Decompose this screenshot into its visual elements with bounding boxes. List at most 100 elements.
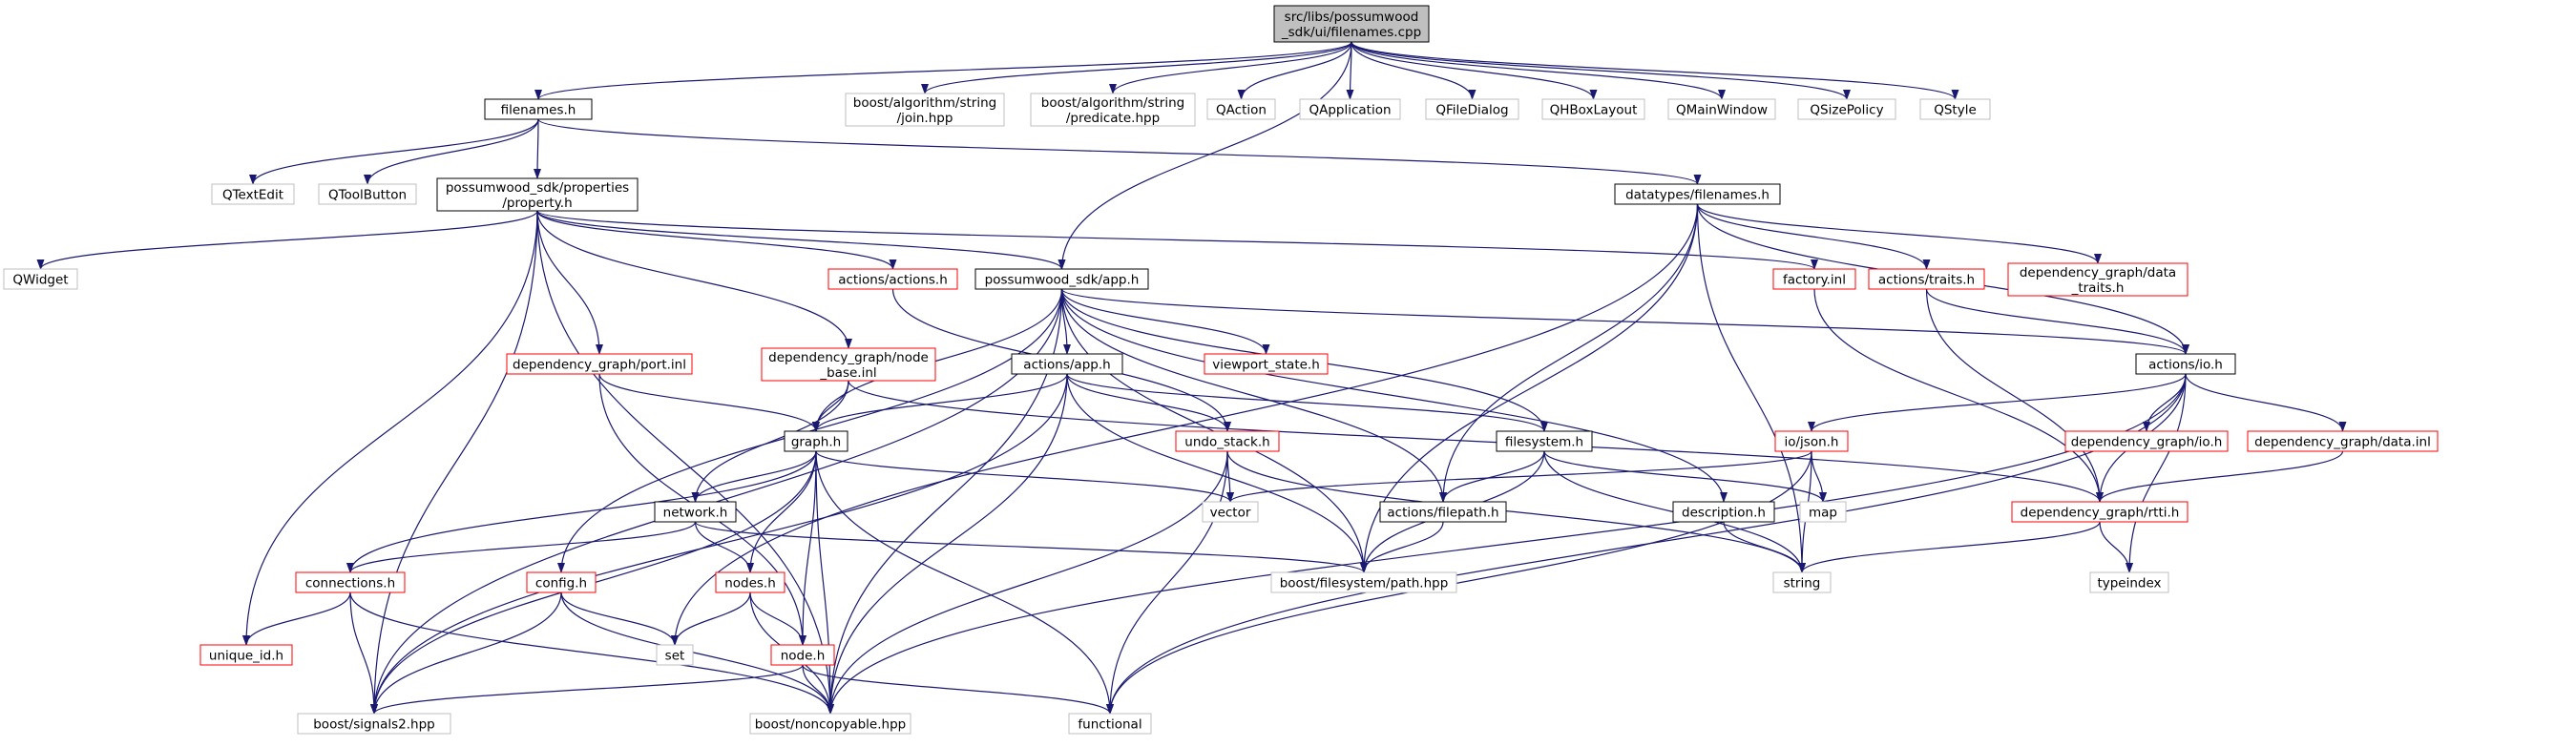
node-port-inl[interactable]: dependency_graph/port.inl — [506, 353, 693, 375]
node-label: typeindex — [2097, 576, 2161, 591]
node-label: vector — [1210, 506, 1251, 521]
node-box — [761, 347, 936, 382]
node-dg-data-inl[interactable]: dependency_graph/data.inl — [2247, 430, 2439, 452]
node-join-hpp[interactable]: boost/algorithm/string/join.hpp — [845, 93, 1005, 127]
node-config-h[interactable]: config.h — [526, 571, 597, 593]
node-connections-h[interactable]: connections.h — [295, 571, 406, 593]
edge-node_h-to-signals2_hpp — [370, 664, 804, 715]
node-filepath-h[interactable]: actions/filepath.h — [1379, 501, 1507, 523]
node-box — [1772, 268, 1856, 290]
edge-dt_filenames_h-to-traits_h — [1696, 203, 1931, 270]
node-label: actions/actions.h — [838, 273, 948, 288]
node-filesystem-h[interactable]: filesystem.h — [1496, 430, 1593, 452]
node-qtoolbutton[interactable]: QToolButton — [318, 183, 417, 205]
node-qstyle[interactable]: QStyle — [1919, 98, 1991, 120]
node-path-hpp[interactable]: boost/filesystem/path.hpp — [1270, 571, 1457, 593]
node-box — [1030, 93, 1196, 127]
node-box — [845, 93, 1005, 127]
node-predicate-hpp[interactable]: boost/algorithm/string/predicate.hpp — [1030, 93, 1196, 127]
edge-dt_filenames_h-to-filepath_h — [1439, 203, 1699, 503]
edge-root-to-app_h — [1058, 41, 1352, 270]
node-qwidget[interactable]: QWidget — [3, 268, 78, 290]
node-box — [1202, 501, 1259, 523]
node-io-json-h[interactable]: io/json.h — [1774, 430, 1849, 452]
edge-graph_h-to-functional — [815, 450, 1114, 715]
edge-graph_h-to-node_h — [799, 450, 817, 646]
edge-traits_h-to-actions_io_h — [1925, 288, 2189, 355]
node-label: factory.inl — [1783, 273, 1846, 288]
node-app-h[interactable]: possumwood_sdk/app.h — [974, 268, 1149, 290]
node-label: possumwood_sdk/app.h — [985, 273, 1140, 288]
node-qsizepolicy[interactable]: QSizePolicy — [1797, 98, 1896, 120]
edge-rtti_h-to-string — [1798, 521, 2101, 573]
node-filenames-h[interactable]: filenames.h — [484, 98, 593, 120]
node-box — [1204, 353, 1329, 375]
edge-actions_app_h-to-path_hpp — [1066, 373, 1368, 573]
node-actions-app-h[interactable]: actions/app.h — [1011, 353, 1123, 375]
node-undo-stack-h[interactable]: undo_stack.h — [1175, 430, 1280, 452]
node-data-traits-h[interactable]: dependency_graph/data_traits.h — [2007, 262, 2189, 297]
node-label: QAction — [1216, 103, 1267, 118]
node-qmainwindow[interactable]: QMainWindow — [1667, 98, 1776, 120]
node-actions-actions-h[interactable]: actions/actions.h — [827, 268, 958, 290]
node-network-h[interactable]: network.h — [654, 501, 737, 523]
node-factory-inl[interactable]: factory.inl — [1772, 268, 1856, 290]
node-typeindex[interactable]: typeindex — [2089, 571, 2169, 593]
edge-io_json_h-to-vector — [1226, 450, 1812, 503]
node-label: /join.hpp — [897, 111, 953, 126]
node-map[interactable]: map — [1799, 501, 1847, 523]
edge-filenames_h-to-property_h — [534, 118, 542, 179]
node-signals2-hpp[interactable]: boost/signals2.hpp — [297, 713, 451, 735]
edge-property_h-to-noncopyable_hpp — [536, 210, 834, 715]
edge-actions_app_h-to-undo_stack_h — [1066, 373, 1231, 432]
node-vector[interactable]: vector — [1202, 501, 1259, 523]
edge-graph_h-to-network_h — [691, 450, 817, 503]
node-box — [827, 268, 958, 290]
edge-root-to-qsizepolicy — [1351, 41, 1851, 100]
node-label: _traits.h — [2071, 280, 2125, 296]
node-dt-filenames-h[interactable]: datatypes/filenames.h — [1614, 183, 1781, 205]
node-label: filenames.h — [501, 103, 576, 118]
node-unique-id-h[interactable]: unique_id.h — [199, 644, 293, 666]
edge-nodes_h-to-node_h — [749, 591, 806, 646]
edge-actions_io_h-to-typeindex — [2126, 373, 2187, 573]
node-description-h[interactable]: description.h — [1672, 501, 1775, 523]
edge-root-to-filenames_h — [534, 41, 1352, 100]
node-noncopyable-hpp[interactable]: boost/noncopyable.hpp — [749, 713, 911, 735]
node-label: QFileDialog — [1435, 103, 1508, 118]
node-box — [654, 501, 737, 523]
node-node-base-inl[interactable]: dependency_graph/node_base.inl — [761, 347, 936, 382]
node-qhboxlayout[interactable]: QHBoxLayout — [1541, 98, 1645, 120]
node-box — [784, 430, 848, 452]
node-box — [484, 98, 593, 120]
edge-config_h-to-signals2_hpp — [370, 591, 562, 715]
node-qaction[interactable]: QAction — [1206, 98, 1276, 120]
node-traits-h[interactable]: actions/traits.h — [1868, 268, 1985, 290]
node-label: QWidget — [12, 273, 68, 288]
node-dg-io-h[interactable]: dependency_graph/io.h — [2064, 430, 2229, 452]
node-node-h[interactable]: node.h — [770, 644, 835, 666]
edge-actions_app_h-to-filesystem_h — [1066, 373, 1548, 432]
node-box — [2247, 430, 2439, 452]
node-qfiledialog[interactable]: QFileDialog — [1425, 98, 1519, 120]
node-property-h[interactable]: possumwood_sdk/properties/property.h — [436, 177, 639, 212]
node-qtextedit[interactable]: QTextEdit — [211, 183, 295, 205]
node-rtti-h[interactable]: dependency_graph/rtti.h — [2011, 501, 2189, 523]
edge-node_h-to-noncopyable_hpp — [802, 664, 834, 715]
node-graph-h[interactable]: graph.h — [784, 430, 848, 452]
node-nodes-h[interactable]: nodes.h — [715, 571, 785, 593]
edge-node_h-to-functional — [802, 664, 1114, 715]
node-actions-io-h[interactable]: actions/io.h — [2135, 353, 2236, 375]
node-box — [1797, 98, 1896, 120]
edge-node_base_inl-to-rtti_h — [848, 380, 2104, 503]
node-viewport-state-h[interactable]: viewport_state.h — [1204, 353, 1329, 375]
node-set[interactable]: set — [656, 644, 694, 666]
node-box — [1011, 353, 1123, 375]
node-string[interactable]: string — [1772, 571, 1832, 593]
node-functional[interactable]: functional — [1068, 713, 1152, 735]
node-qapplication[interactable]: QApplication — [1299, 98, 1401, 120]
node-box — [1774, 430, 1849, 452]
node-label: set — [665, 649, 685, 664]
edge-root-to-qhboxlayout — [1351, 41, 1598, 100]
node-box — [1667, 98, 1776, 120]
